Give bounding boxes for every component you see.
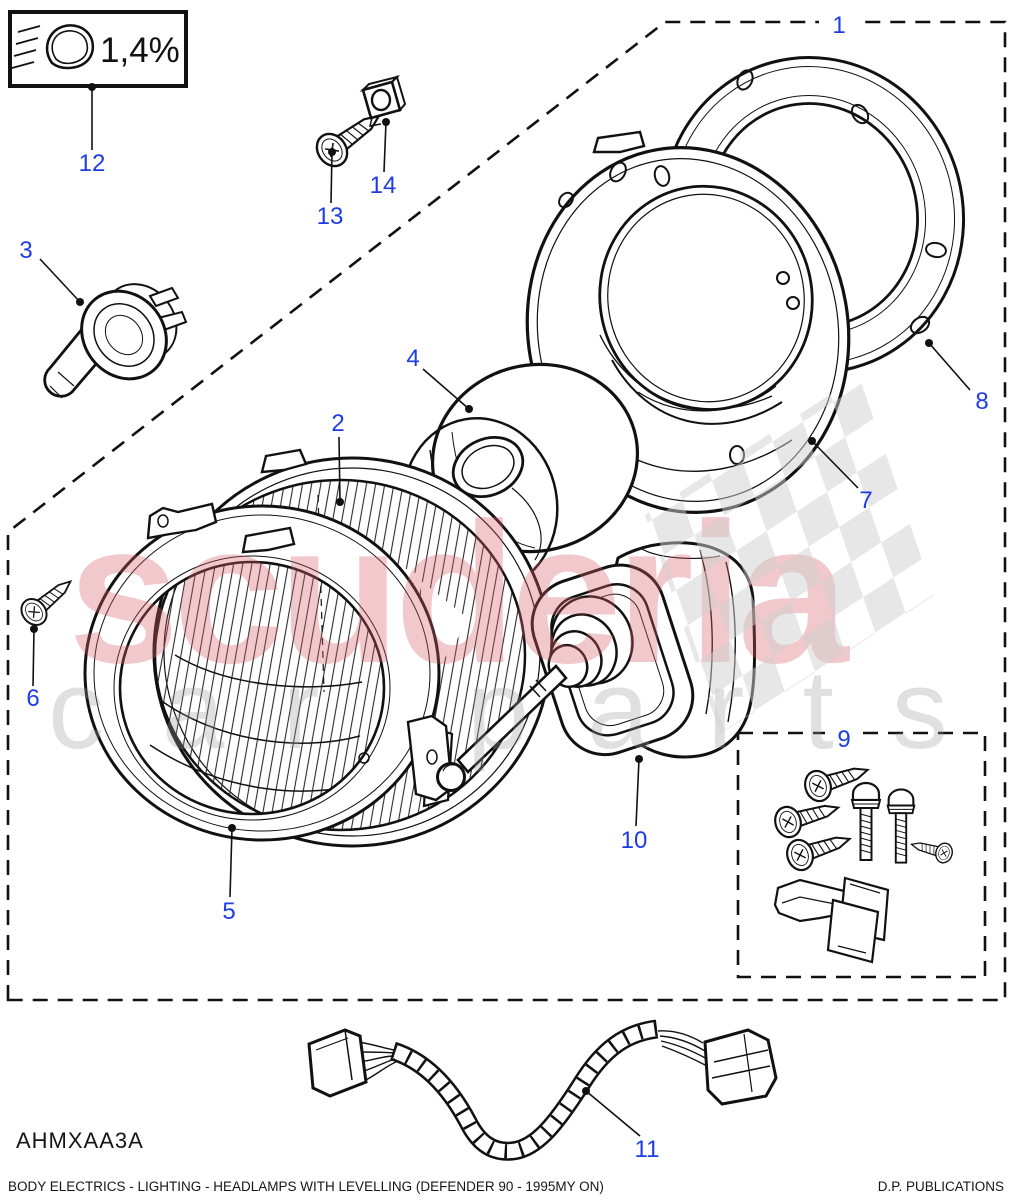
callout-1: 1 [832, 12, 845, 39]
callout-2: 2 [331, 410, 344, 437]
diagram-border [6, 10, 1007, 1002]
kit-rivet [908, 834, 956, 866]
part-11-harness [307, 1019, 778, 1161]
harness-wires [357, 1030, 710, 1083]
callout-7: 7 [859, 487, 872, 514]
watermark: scuderia car parts [48, 375, 1006, 772]
callouts: 1 2 3 4 5 6 7 8 9 10 11 12 13 14 [19, 12, 988, 1163]
callout-4: 4 [406, 345, 419, 372]
footer: AHMXAA3A BODY ELECTRICS - LIGHTING - HEA… [8, 1128, 1004, 1194]
callout-3: 3 [19, 237, 32, 264]
watermark-subtitle: car parts [48, 647, 1006, 772]
checkered-flag [644, 375, 935, 735]
callout-6: 6 [26, 685, 39, 712]
callout-11: 11 [635, 1136, 660, 1163]
part-5-retaining-rim [83, 502, 454, 842]
footer-right: D.P. PUBLICATIONS [878, 1179, 1004, 1194]
headlamp-beam-icon [11, 24, 95, 70]
callout-12: 12 [79, 150, 106, 177]
callout-8: 8 [975, 388, 988, 415]
part-3-bulb [43, 283, 188, 399]
part-9-hardware-kit [770, 754, 956, 964]
callout-9: 9 [837, 726, 850, 753]
kit-screw [770, 791, 844, 842]
kit-bolt [850, 781, 882, 862]
drawing-code: AHMXAA3A [16, 1128, 144, 1153]
callout-1-gap [819, 10, 859, 38]
callout-9-gap [825, 723, 863, 751]
levelling-spec-box: 1,4% [8, 10, 188, 88]
callout-10: 10 [621, 827, 648, 854]
levelling-value: 1,4% [100, 31, 180, 70]
leader-lines [30, 83, 971, 1137]
callout-14: 14 [370, 172, 397, 199]
harness-connector-left [307, 1028, 368, 1098]
callout-13: 13 [317, 203, 344, 230]
kit-bracket [773, 876, 890, 964]
part-14-nut [359, 75, 407, 127]
hardware-kit-box [736, 731, 987, 979]
harness-connector-right [703, 1028, 778, 1106]
kit-bolt [886, 788, 916, 864]
callout-5: 5 [222, 898, 235, 925]
footer-left: BODY ELECTRICS - LIGHTING - HEADLAMPS WI… [8, 1179, 604, 1194]
